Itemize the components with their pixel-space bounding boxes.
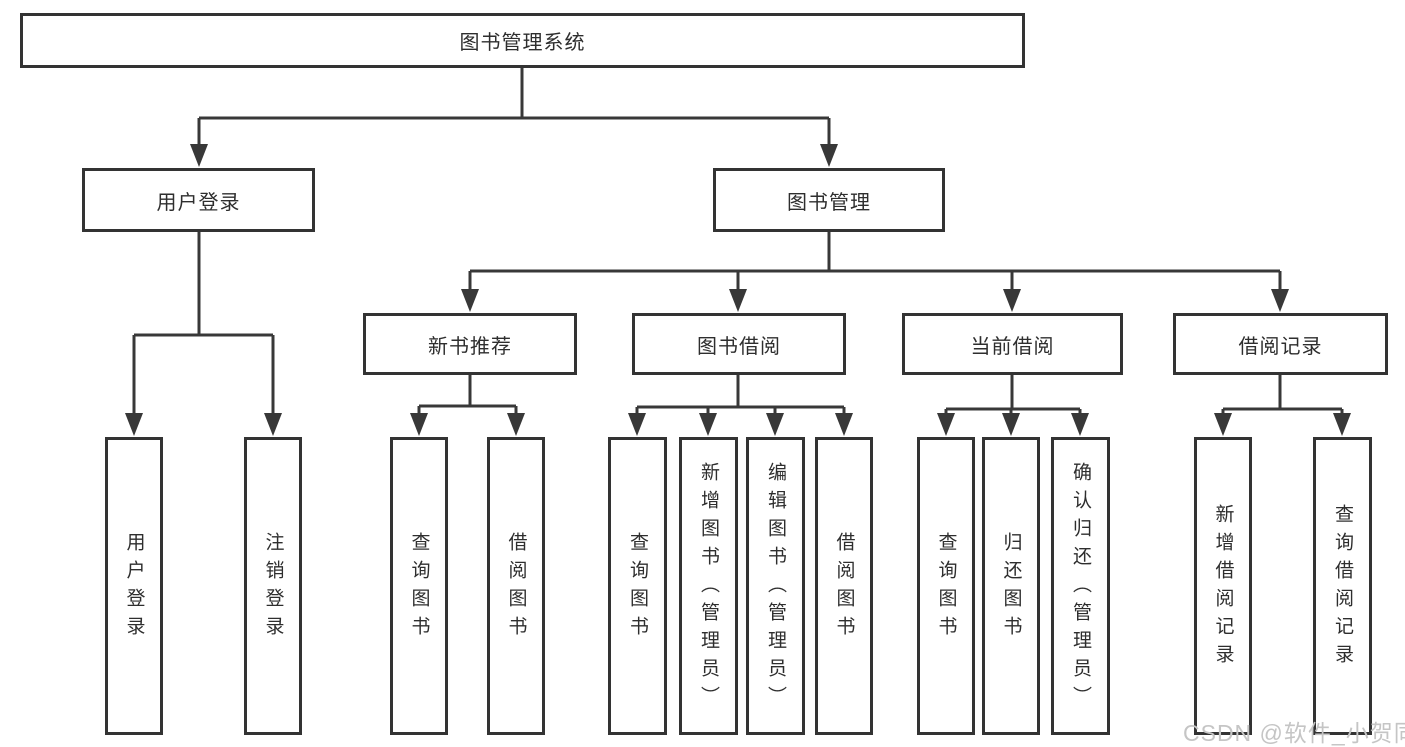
node-current-borrow-label: 当前借阅 [970, 335, 1055, 358]
node-root-system: 图书管理系统 [20, 13, 1025, 68]
leaf-nb-query-book: 查询图书 [390, 437, 448, 735]
node-user-login: 用户登录 [82, 168, 315, 232]
leaf-logout-login-label: 注销登录 [262, 532, 284, 644]
node-book-management: 图书管理 [713, 168, 945, 232]
node-root-label: 图书管理系统 [459, 32, 586, 54]
leaf-cb-return-book: 归还图书 [982, 437, 1040, 735]
node-book-borrow: 图书借阅 [632, 313, 846, 375]
leaf-cb-query-book-label: 查询图书 [935, 532, 957, 644]
leaf-cb-confirm-return-admin: 确认归还（管理员） [1051, 437, 1110, 735]
leaf-br-query-record-label: 查询借阅记录 [1332, 504, 1353, 672]
leaf-br-add-record: 新增借阅记录 [1194, 437, 1252, 735]
leaf-br-add-record-label: 新增借阅记录 [1212, 504, 1234, 672]
leaf-bb-query-book-label: 查询图书 [627, 532, 648, 644]
leaf-bb-query-book: 查询图书 [608, 437, 667, 735]
leaf-user-login: 用户登录 [105, 437, 163, 735]
leaf-logout-login: 注销登录 [244, 437, 302, 735]
leaf-cb-confirm-return-admin-label: 确认归还（管理员） [1070, 462, 1091, 714]
leaf-nb-query-book-label: 查询图书 [408, 532, 430, 644]
leaf-nb-borrow-book: 借阅图书 [487, 437, 545, 735]
node-new-book-recommend-label: 新书推荐 [428, 335, 512, 358]
node-current-borrow: 当前借阅 [902, 313, 1123, 375]
node-book-borrow-label: 图书借阅 [697, 335, 781, 358]
node-borrow-records-label: 借阅记录 [1238, 335, 1323, 358]
leaf-bb-borrow-book: 借阅图书 [815, 437, 873, 735]
leaf-user-login-label: 用户登录 [123, 532, 145, 644]
leaf-cb-return-book-label: 归还图书 [1000, 532, 1022, 644]
node-user-login-label: 用户登录 [156, 191, 241, 214]
leaf-br-query-record: 查询借阅记录 [1313, 437, 1372, 735]
leaf-bb-borrow-book-label: 借阅图书 [833, 532, 855, 644]
node-book-management-label: 图书管理 [787, 191, 871, 214]
leaf-cb-query-book: 查询图书 [917, 437, 975, 735]
node-new-book-recommend: 新书推荐 [363, 313, 577, 375]
leaf-bb-add-book-admin-label: 新增图书（管理员） [698, 462, 719, 714]
arrowheads [125, 144, 1351, 436]
node-borrow-records: 借阅记录 [1173, 313, 1388, 375]
leaf-bb-edit-book-admin: 编辑图书（管理员） [746, 437, 805, 735]
csdn-watermark: CSDN @软件_小贺同学 [1183, 720, 1405, 746]
leaf-bb-edit-book-admin-label: 编辑图书（管理员） [765, 462, 786, 714]
leaf-bb-add-book-admin: 新增图书（管理员） [679, 437, 738, 735]
leaf-nb-borrow-book-label: 借阅图书 [505, 532, 527, 644]
